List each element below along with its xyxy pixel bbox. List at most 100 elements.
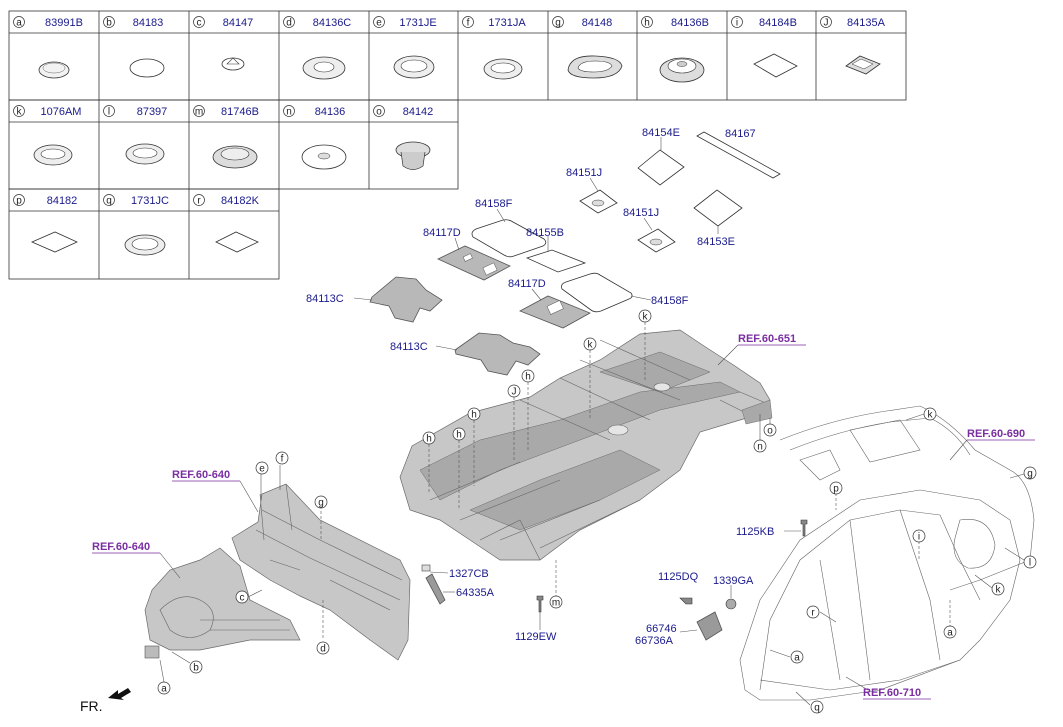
- grid-key-r: r: [197, 196, 201, 207]
- grid-part-h: 84136B: [671, 17, 709, 29]
- grid-part-drawings: [30, 53, 881, 256]
- callout-l-side: l: [1023, 555, 1037, 569]
- grid-header-h: h 84136B: [641, 16, 709, 29]
- grid-header-n: n 84136: [283, 105, 346, 118]
- callout-o-floor: o: [763, 423, 777, 437]
- grid-key-i: i: [736, 18, 738, 29]
- grid-header-o: o 84142: [373, 105, 434, 118]
- grid-header-m: m 81746B: [193, 105, 259, 118]
- grid-header-f: f 1731JA: [462, 16, 526, 29]
- label-84158F-upper: 84158F: [475, 198, 513, 210]
- callout-k-floor-1: k: [638, 309, 652, 323]
- grid-header-l: l 87397: [103, 105, 168, 118]
- callout-a-front: a: [157, 681, 171, 695]
- grid-header-k: k 1076AM: [13, 105, 82, 118]
- label-84167: 84167: [725, 128, 756, 140]
- pad-84113C-lower: [454, 332, 541, 376]
- grid-key-h: h: [644, 18, 650, 29]
- label-84151J-upper: 84151J: [566, 167, 602, 179]
- floor-leaders: [428, 322, 771, 596]
- label-84151J-lower: 84151J: [623, 207, 659, 219]
- pads-group: [353, 131, 781, 376]
- grid-part-r: 84182K: [221, 195, 260, 207]
- grid-header-c: c 84147: [193, 16, 254, 29]
- svg-text:g: g: [318, 498, 324, 509]
- label-84117D-upper: 84117D: [423, 227, 461, 239]
- grid-part-o: 84142: [403, 106, 434, 118]
- floor-pan: [399, 329, 773, 561]
- grid-key-a: a: [16, 18, 22, 29]
- callout-d-front: d: [316, 641, 330, 655]
- grid-key-j: J: [824, 18, 829, 29]
- grid-header-a: a 83991B: [13, 16, 83, 29]
- strip-84167: [696, 131, 781, 179]
- front-structure: [144, 465, 455, 683]
- grid-header-b: b 84183: [103, 16, 164, 29]
- svg-text:d: d: [320, 644, 326, 655]
- label-84117D-lower: 84117D: [508, 278, 546, 290]
- callout-c-front: c: [235, 590, 249, 604]
- svg-text:p: p: [833, 484, 839, 495]
- label-84154E: 84154E: [642, 127, 680, 139]
- svg-text:m: m: [552, 598, 560, 609]
- svg-text:k: k: [928, 410, 934, 421]
- callout-g-side: g: [1023, 466, 1037, 480]
- pad-84158F-lower: [561, 272, 633, 313]
- grid-part-i: 84184B: [759, 17, 797, 29]
- callout-h-floor-3: h: [452, 427, 466, 441]
- grid-header-d: d 84136C: [283, 16, 352, 29]
- svg-text:k: k: [588, 340, 594, 351]
- ref-60-640-upper: REF.60-640: [172, 469, 230, 481]
- grid-key-g: g: [555, 18, 561, 29]
- grid-part-d: 84136C: [313, 17, 352, 29]
- grid-key-o: o: [376, 107, 382, 118]
- fr-label: FR.: [80, 698, 103, 714]
- grid-part-l: 87397: [137, 106, 168, 118]
- label-84158F-lower: 84158F: [651, 295, 689, 307]
- grid-part-b: 84183: [133, 17, 164, 29]
- svg-text:a: a: [161, 684, 167, 695]
- callouts: k k h J h h h o n m e f g c d b a k g p …: [157, 309, 1037, 714]
- callout-k-floor-2: k: [583, 337, 597, 351]
- callout-i-side: i: [912, 529, 926, 543]
- grid-header-j: J 84135A: [820, 16, 886, 29]
- label-1129EW: 1129EW: [515, 631, 557, 643]
- svg-text:k: k: [643, 312, 649, 323]
- ref-60-651: REF.60-651: [738, 333, 796, 345]
- grid-part-n: 84136: [315, 106, 346, 118]
- callout-a-side-1: a: [943, 625, 957, 639]
- front-direction-indicator: FR.: [80, 688, 131, 714]
- grid-part-e: 1731JE: [399, 17, 436, 29]
- callout-a-side-2: a: [790, 650, 804, 664]
- callout-g-front: g: [314, 495, 328, 509]
- svg-text:b: b: [193, 663, 199, 674]
- callout-e-front: e: [255, 461, 269, 475]
- callout-f-front: f: [275, 451, 289, 465]
- svg-text:k: k: [996, 585, 1002, 596]
- svg-text:h: h: [426, 434, 432, 445]
- grid-part-k: 1076AM: [41, 106, 82, 118]
- side-body: [739, 405, 1035, 706]
- pad-84153E: [693, 189, 743, 227]
- callout-n-floor: n: [753, 439, 767, 453]
- callout-b-front: b: [189, 660, 203, 674]
- grid-header-p: p 84182: [13, 194, 78, 207]
- label-84113C-lower: 84113C: [390, 341, 428, 353]
- grid-key-q: q: [106, 196, 112, 207]
- parts-table: [8, 10, 907, 280]
- grid-part-c: 84147: [223, 17, 254, 29]
- callout-r-side: r: [806, 605, 820, 619]
- callout-m-floor: m: [549, 595, 563, 609]
- callout-h-floor-2: h: [467, 407, 481, 421]
- front-arrow-icon: [108, 688, 131, 700]
- label-66746: 66746: [646, 623, 677, 635]
- grid-part-f: 1731JA: [488, 17, 526, 29]
- svg-text:n: n: [757, 442, 763, 453]
- label-1327CB: 1327CB: [449, 568, 489, 580]
- svg-text:h: h: [525, 372, 531, 383]
- grid-part-j: 84135A: [847, 17, 886, 29]
- grid-part-p: 84182: [47, 195, 78, 207]
- grid-header-i: i 84184B: [731, 16, 797, 29]
- ref-60-640-lower: REF.60-640: [92, 541, 150, 553]
